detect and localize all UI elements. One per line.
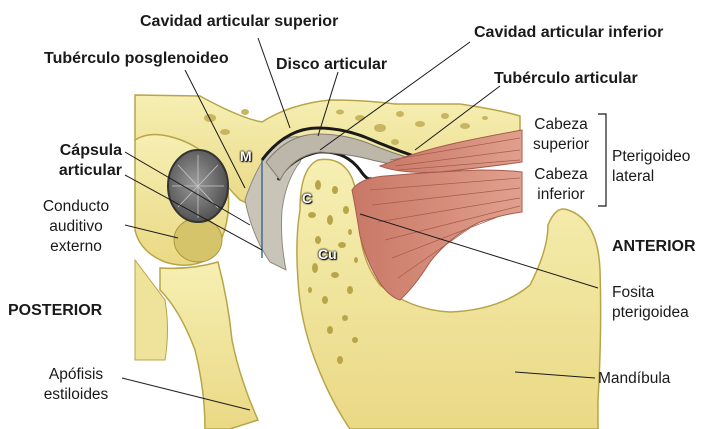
styloid-process	[160, 262, 258, 429]
label-styloid-line1: Apófisis	[30, 366, 122, 384]
label-canal-line2: auditivo	[26, 218, 126, 236]
muscle-bracket	[598, 114, 606, 206]
label-superior-head-line1: Cabeza	[524, 116, 598, 134]
label-superior-head-line2: superior	[524, 136, 598, 154]
label-styloid-line2: estiloides	[30, 386, 122, 404]
label-pterygoid-line1: Pterigoideo	[612, 148, 690, 166]
label-canal-line3: externo	[26, 238, 126, 256]
label-posterior: POSTERIOR	[8, 302, 102, 320]
label-superior-cavity: Cavidad articular superior	[140, 13, 338, 31]
label-pterygoid-fovea-line1: Fosita	[612, 284, 654, 302]
marker-cu: Cu	[318, 246, 337, 262]
label-inferior-cavity: Cavidad articular inferior	[474, 24, 663, 42]
label-pterygoid-line2: lateral	[612, 168, 654, 186]
label-articular-disc: Disco articular	[276, 56, 387, 74]
label-canal-line1: Conducto	[26, 198, 126, 216]
label-capsule-line1: Cápsula	[20, 142, 122, 160]
label-inferior-head-line1: Cabeza	[524, 166, 598, 184]
label-anterior: ANTERIOR	[612, 238, 696, 256]
label-capsule-line2: articular	[20, 162, 122, 180]
marker-condyle: C	[302, 190, 312, 206]
label-pterygoid-fovea-line2: pterigoidea	[612, 304, 689, 322]
label-postglenoid-tubercle: Tubérculo posglenoideo	[44, 50, 229, 68]
label-mandible: Mandíbula	[598, 370, 670, 388]
label-articular-tubercle: Tubérculo articular	[494, 70, 638, 88]
marker-meniscus: M	[240, 148, 252, 164]
label-inferior-head-line2: inferior	[524, 186, 598, 204]
